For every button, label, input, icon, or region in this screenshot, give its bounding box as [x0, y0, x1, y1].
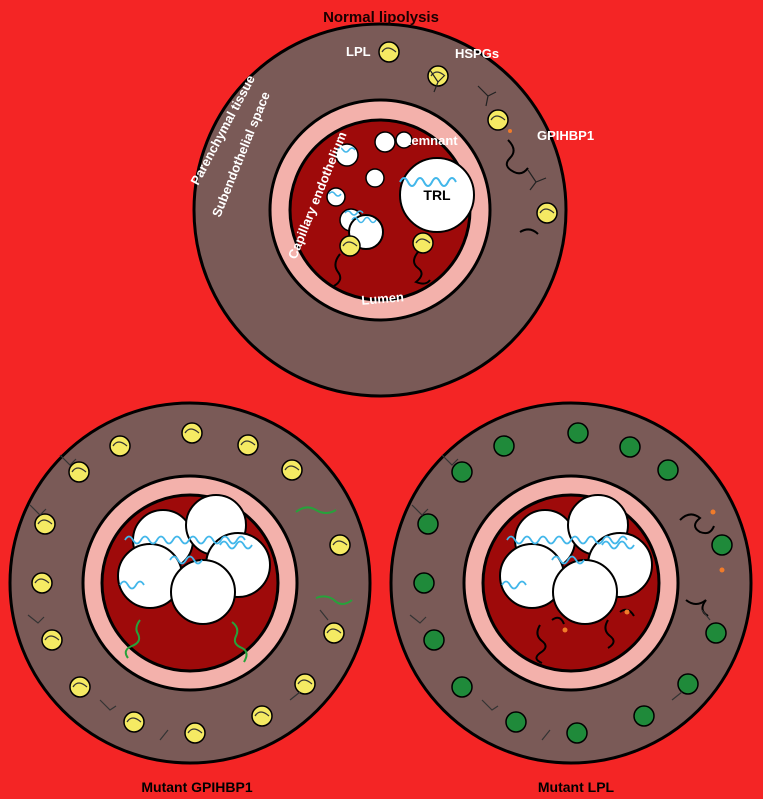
label-gpihbp1: GPIHBP1: [537, 128, 594, 143]
label-remnant: Remnant: [402, 133, 458, 148]
panel-mutant-lpl: Mutant LPL: [391, 403, 751, 795]
label-trl: TRL: [423, 187, 451, 203]
panel-mutant-gpihbp1: Mutant GPIHBP1: [10, 403, 370, 795]
label-lpl: LPL: [346, 44, 371, 59]
label-hspgs: HSPGs: [455, 46, 499, 61]
title-normal-lipolysis: Normal lipolysis: [323, 9, 439, 26]
title-mutant-gpihbp1: Mutant GPIHBP1: [141, 779, 252, 795]
title-mutant-lpl: Mutant LPL: [538, 779, 615, 795]
panel-normal-lipolysis: Normal lipolysis LPL HSPGs GPIHBP1 Remna…: [187, 9, 594, 396]
